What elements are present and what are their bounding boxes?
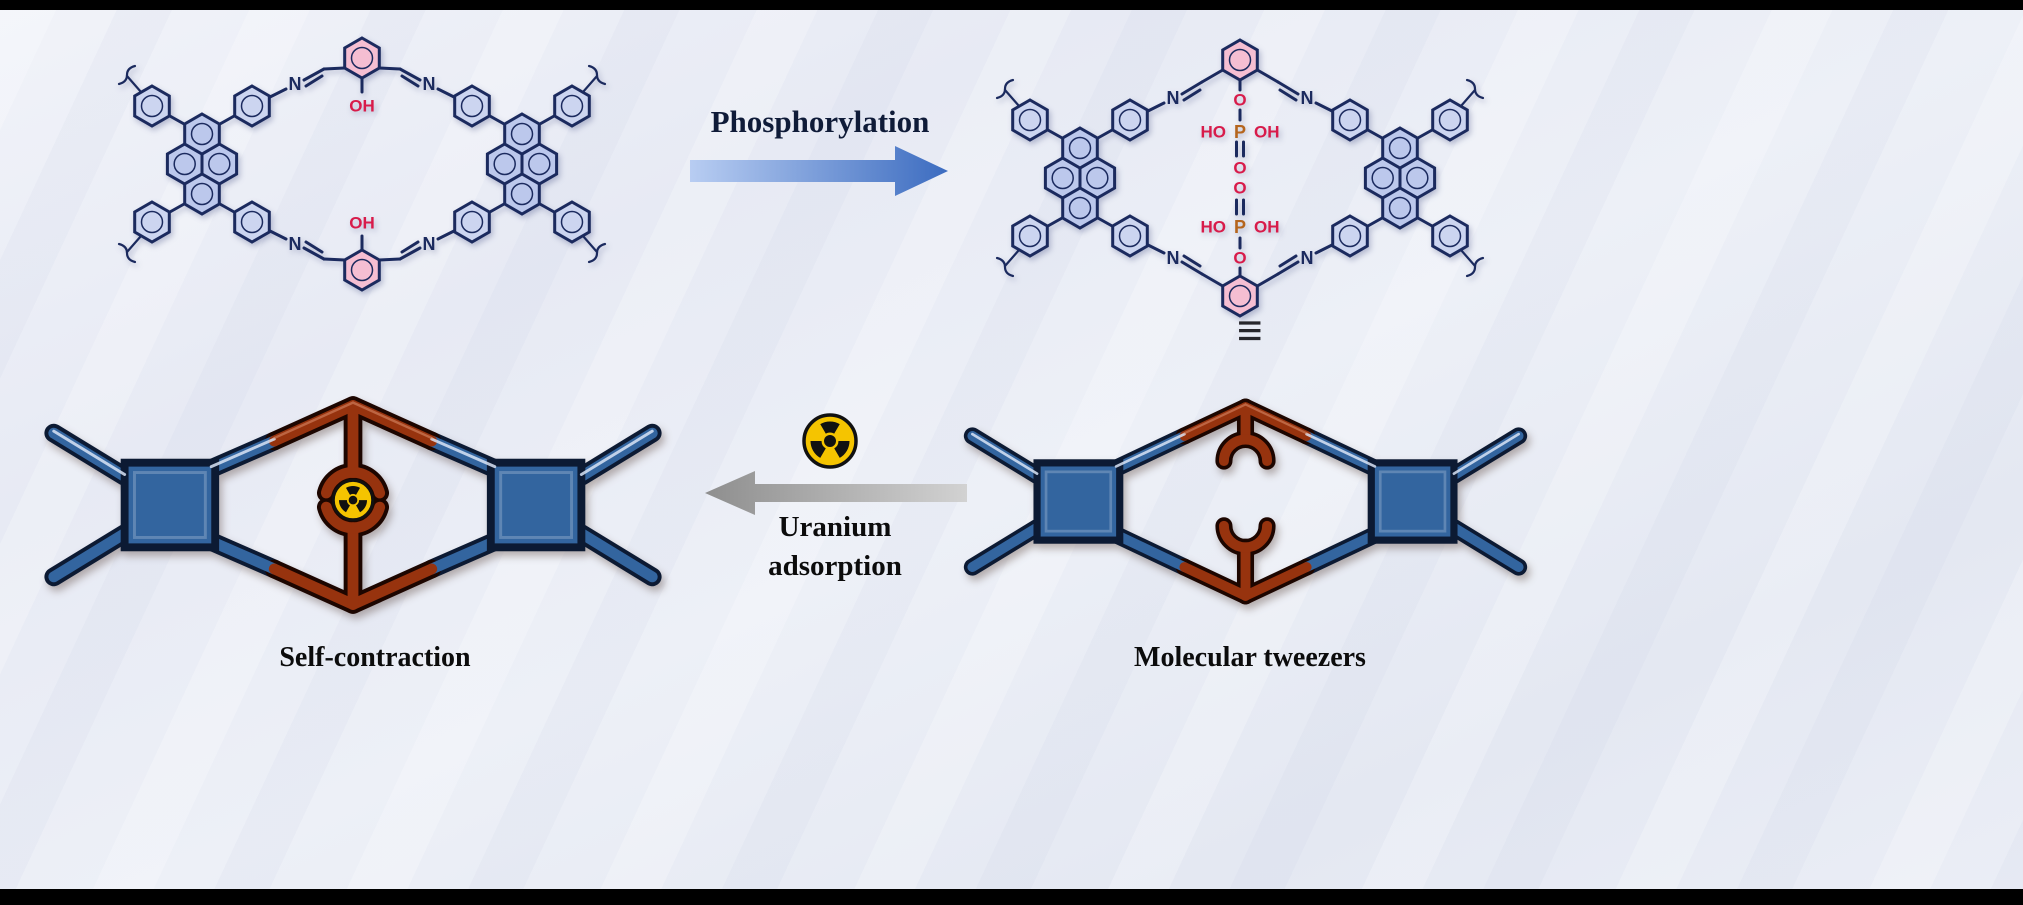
letterbox-bar-top [0, 0, 2023, 10]
phosphonic-oh-label: OH [1254, 123, 1280, 142]
ester-o-label: O [1233, 249, 1246, 268]
imine-n-label: N [1301, 88, 1314, 108]
phosphorylation-arrow [690, 146, 948, 196]
red-tweezer-highlight [1183, 403, 1308, 435]
imine-n-label: N [1301, 248, 1314, 268]
pyrene-node-right [1333, 100, 1468, 256]
salicyl-ring-top [1221, 38, 1259, 82]
molecular-tweezers-schematic [963, 398, 1528, 605]
blue-frame [48, 427, 658, 583]
ester-o-label: O [1233, 91, 1246, 110]
blue-frame-highlight [971, 432, 1520, 475]
imine-n-label: N [289, 74, 302, 94]
phosphorus-label: P [1234, 122, 1246, 142]
red-tweezer-closed [268, 400, 438, 610]
imine-n-label: N [1167, 88, 1180, 108]
uranium-label-line1: Uranium [778, 511, 892, 543]
pyrene-node-left [1013, 100, 1148, 256]
hydroxyl-label: OH [349, 97, 375, 116]
phosphonic-ho-label: HO [1201, 123, 1227, 142]
imine-bridge-bonds [1146, 68, 1334, 288]
phosphorylation-label: Phosphorylation [710, 104, 930, 139]
pyrene-node-block-right [486, 458, 586, 552]
imine-n-label: N [289, 234, 302, 254]
captured-radiation-icon [331, 478, 375, 522]
arrow-right-shape [690, 146, 948, 196]
pyrene-node-block-left [1033, 459, 1124, 544]
pyrene-node-left [135, 86, 270, 242]
salicyl-ring-top [343, 36, 381, 80]
imine-n-label: N [423, 234, 436, 254]
uranium-adsorption-label: Uranium adsorption [715, 508, 955, 586]
block-highlight [1044, 470, 1113, 533]
uranium-label-line2: adsorption [768, 550, 902, 583]
cof-structure-hydroxyl: N N N N OH OH [117, 36, 607, 292]
red-tweezer-open [1179, 402, 1312, 601]
phosphonic-oh-label: OH [1254, 218, 1280, 237]
pyrene-node-right [455, 86, 590, 242]
phosphoryl-o-label: O [1233, 179, 1246, 198]
equivalence-symbol: ≡ [1236, 305, 1264, 356]
salicyl-ring-bottom [343, 248, 381, 292]
imine-n-label: N [423, 74, 436, 94]
imine-bridge-bonds [268, 66, 456, 262]
block-highlight [132, 471, 207, 539]
pyrene-node-block-right [1367, 459, 1458, 544]
imine-n-label: N [1167, 248, 1180, 268]
cof-structure-phosphorylated: N N N N O HO P OH O O HO P OH O [995, 38, 1485, 318]
letterbox-bar-bottom [0, 889, 2023, 905]
hydroxyl-label: OH [349, 214, 375, 233]
arrow-left-shape [705, 471, 967, 515]
phosphorus-label: P [1234, 217, 1246, 237]
phosphonic-ho-label: HO [1201, 218, 1227, 237]
self-contraction-schematic [44, 396, 662, 614]
uranium-adsorption-arrow [705, 471, 967, 515]
block-highlight [1378, 470, 1447, 533]
red-tweezer-highlight [273, 401, 433, 440]
blue-frame-highlight [52, 429, 654, 476]
pyrene-node-block-left [120, 458, 220, 552]
self-contraction-caption: Self-contraction [279, 642, 471, 673]
blue-frame [967, 430, 1524, 573]
radiation-icon [802, 413, 858, 469]
phosphoryl-o-label: O [1233, 159, 1246, 178]
block-highlight [499, 471, 574, 539]
molecular-tweezers-caption: Molecular tweezers [1134, 642, 1366, 673]
